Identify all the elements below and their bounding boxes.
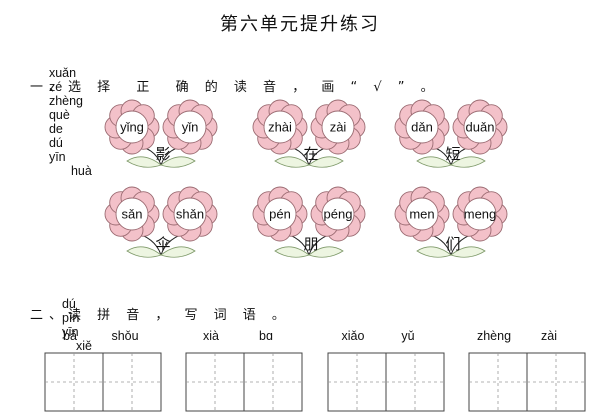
grid-pinyin-1: xià — [203, 329, 219, 343]
grid-pinyin-1: xiǎo — [342, 329, 365, 343]
word-grid: zhèng zài — [468, 329, 586, 412]
leaf-left — [126, 156, 162, 168]
blossom-center — [263, 110, 297, 144]
section2-heading: 二、读 拼 音 ， 写 词 语 。 — [30, 308, 291, 323]
leaf-left — [416, 156, 452, 168]
hanzi-character: 朋 — [303, 235, 318, 253]
pinyin-de: de — [48, 122, 63, 136]
pinyin-option[interactable]: dǎn — [411, 120, 433, 135]
flower-item: zhài zài 在 — [252, 99, 366, 168]
blossom-center — [463, 110, 497, 144]
section1-pinyin: xuǎn zé zhèng què de dú yīn huà — [42, 52, 92, 178]
section1-heading: 一、选 择 正 确 的 读 音 ， 画 “ √ ” 。 — [30, 80, 440, 95]
pinyin-du: dú — [48, 136, 63, 150]
pinyin-yin2: yīn — [61, 325, 79, 339]
leaf-right — [450, 156, 486, 168]
blossom-center — [115, 110, 149, 144]
pinyin-xuan: xuǎn — [48, 66, 77, 80]
blossom-left: zhài — [252, 99, 308, 155]
writing-cell[interactable] — [468, 352, 528, 412]
pinyin-option[interactable]: shǎn — [176, 207, 204, 222]
blossom-right: meng — [452, 186, 508, 242]
pinyin-option[interactable]: zhài — [268, 120, 292, 135]
pinyin-option[interactable]: meng — [464, 207, 497, 222]
leaf-right — [308, 156, 344, 168]
grid-pinyin-2: yǔ — [401, 329, 414, 343]
pinyin-yin: yīn — [48, 150, 66, 164]
blossom-left: yǐng — [104, 99, 160, 155]
hanzi-character: 影 — [155, 145, 170, 163]
pinyin-option[interactable]: zài — [330, 120, 347, 135]
leaf-left — [274, 246, 310, 258]
leaf-left — [274, 156, 310, 168]
writing-cell[interactable] — [102, 352, 162, 412]
leaf-right — [160, 156, 196, 168]
flower-item: pén péng 朋 — [252, 186, 366, 258]
pinyin-xie: xiě — [75, 339, 92, 353]
pinyin-option[interactable]: pén — [269, 207, 291, 222]
word-grid: xiǎo yǔ — [327, 329, 445, 412]
pinyin-option[interactable]: yǐn — [182, 120, 199, 135]
pinyin-ze: zé — [48, 80, 63, 94]
leaf-right — [160, 246, 196, 258]
blossom-center — [405, 197, 439, 231]
blossom-center — [263, 197, 297, 231]
blossom-right: yǐn — [162, 99, 218, 155]
grid-pinyin-2: bɑ — [259, 329, 273, 343]
blossom-right: shǎn — [162, 186, 218, 242]
word-grid: bǎ shǒu — [44, 329, 162, 412]
flower-item: sǎn shǎn 伞 — [104, 186, 218, 258]
pinyin-pin: pīn — [61, 311, 80, 325]
leaf-left — [126, 246, 162, 258]
writing-cell[interactable] — [526, 352, 586, 412]
writing-cell[interactable] — [44, 352, 104, 412]
blossom-center — [321, 197, 355, 231]
blossom-left: men — [394, 186, 450, 242]
grid-pinyin-1: zhèng — [477, 329, 511, 343]
pinyin-option[interactable]: men — [409, 207, 434, 222]
grid-pinyin-2: shǒu — [111, 329, 138, 343]
blossom-center — [173, 197, 207, 231]
blossom-right: zài — [310, 99, 366, 155]
blossom-right: duǎn — [452, 99, 508, 155]
pinyin-option[interactable]: duǎn — [466, 120, 495, 135]
hanzi-character: 伞 — [155, 235, 170, 253]
pinyin-que: què — [48, 108, 70, 122]
blossom-left: dǎn — [394, 99, 450, 155]
grid-pinyin-2: zài — [541, 329, 557, 343]
word-grid: xià bɑ — [185, 329, 303, 412]
writing-cell[interactable] — [385, 352, 445, 412]
blossom-left: sǎn — [104, 186, 160, 242]
grid-pinyin-1: bǎ — [63, 329, 77, 343]
leaf-left — [416, 246, 452, 258]
leaf-right — [450, 246, 486, 258]
hanzi-character: 在 — [303, 145, 318, 163]
pinyin-du2: dú — [61, 297, 76, 311]
blossom-center — [115, 197, 149, 231]
flower-item: dǎn duǎn 短 — [394, 99, 508, 168]
pinyin-option[interactable]: péng — [324, 207, 353, 222]
pinyin-zheng: zhèng — [48, 94, 84, 108]
blossom-center — [405, 110, 439, 144]
flower-item: men meng 们 — [394, 186, 508, 258]
hanzi-character: 们 — [445, 235, 460, 253]
flower-item: yǐng yǐn 影 — [104, 99, 218, 168]
writing-cell[interactable] — [327, 352, 387, 412]
hanzi-character: 短 — [445, 145, 460, 163]
page-title: 第六单元提升练习 — [220, 14, 380, 35]
blossom-right: péng — [310, 186, 366, 242]
blossom-center — [463, 197, 497, 231]
blossom-center — [321, 110, 355, 144]
writing-cell[interactable] — [185, 352, 245, 412]
writing-cell[interactable] — [243, 352, 303, 412]
blossom-center — [173, 110, 207, 144]
blossom-left: pén — [252, 186, 308, 242]
pinyin-option[interactable]: sǎn — [122, 207, 143, 222]
leaf-right — [308, 246, 344, 258]
pinyin-hua: huà — [70, 164, 92, 178]
pinyin-option[interactable]: yǐng — [120, 120, 144, 135]
